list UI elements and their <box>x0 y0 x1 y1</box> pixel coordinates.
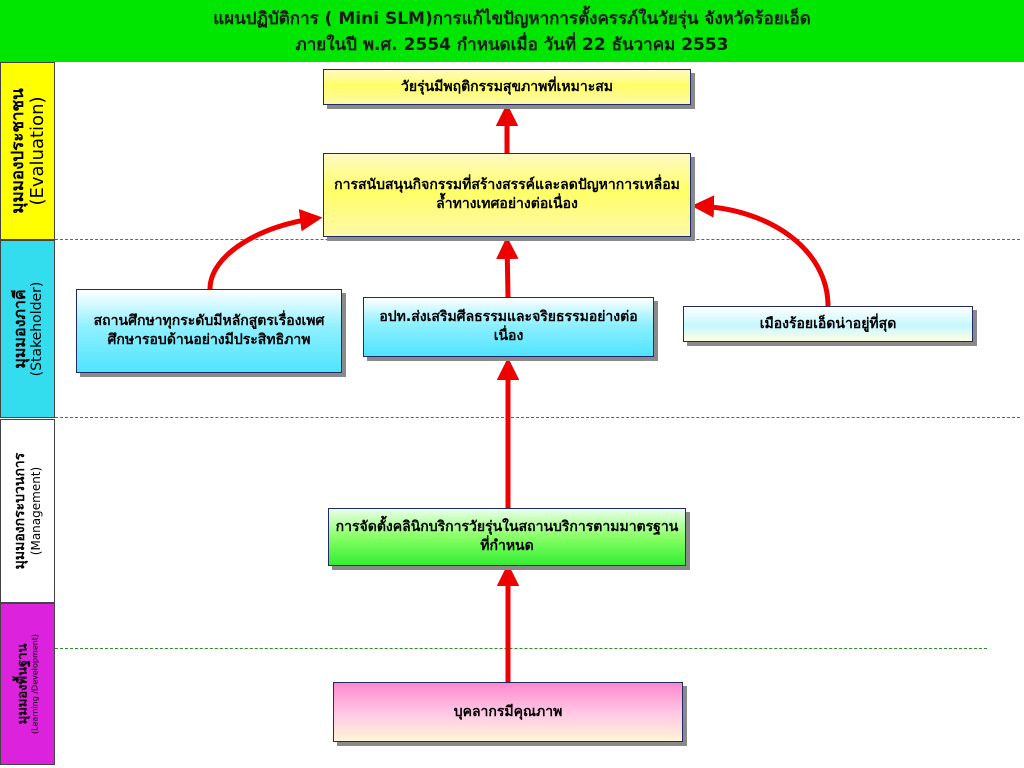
header-title-line1: แผนปฏิบัติการ ( Mini SLM)การแก้ไขปัญหากา… <box>213 9 811 29</box>
arrow-localgov-to-support <box>496 236 519 298</box>
node-local-gov: อปท.ส่งเสริมศีลธรรมและจริยธรรมอย่างต่อเน… <box>363 297 654 357</box>
lane-management: มุมมองกระบวนการ (Management) <box>0 419 55 603</box>
node-staff-label: บุคลากรมีคุณภาพ <box>453 703 563 720</box>
lane-evaluation: มุมมองประชาชน (Evaluation) <box>0 62 55 240</box>
node-schools: สถานศึกษาทุกระดับมีหลักสูตรเรื่องเพศศึกษ… <box>76 289 342 373</box>
lane-stakeholder: มุมมองภาคี (Stakeholder) <box>0 240 55 418</box>
header-title-line2: ภายในปี พ.ศ. 2554 กำหนดเมื่อ วันที่ 22 ธ… <box>295 35 729 55</box>
lane-learning: มุมมองพื้นฐาน (Learning /Development) <box>0 603 55 765</box>
node-staff: บุคลากรมีคุณภาพ <box>333 682 683 742</box>
node-clinic: การจัดตั้งคลินิกบริการวัยรุ่นในสถานบริกา… <box>328 508 686 566</box>
node-city-label: เมืองร้อยเอ็ดน่าอยู่ที่สุด <box>759 315 897 332</box>
lane-divider-1 <box>55 239 1020 240</box>
page-header: แผนปฏิบัติการ ( Mini SLM)การแก้ไขปัญหากา… <box>0 0 1024 62</box>
node-local-gov-label: อปท.ส่งเสริมศีลธรรมและจริยธรรมอย่างต่อเน… <box>379 309 638 344</box>
arrow-schools-to-support <box>207 208 323 290</box>
node-goal: วัยรุ่นมีพฤติกรรมสุขภาพที่เหมาะสม <box>323 69 691 105</box>
lane-divider-3 <box>55 648 987 649</box>
lane-divider-2 <box>55 417 1020 418</box>
node-goal-label: วัยรุ่นมีพฤติกรรมสุขภาพที่เหมาะสม <box>401 78 613 95</box>
arrow-city-to-support <box>691 195 831 307</box>
node-schools-label: สถานศึกษาทุกระดับมีหลักสูตรเรื่องเพศศึกษ… <box>93 313 325 348</box>
node-clinic-label: การจัดตั้งคลินิกบริการวัยรุ่นในสถานบริกา… <box>335 519 679 554</box>
node-city: เมืองร้อยเอ็ดน่าอยู่ที่สุด <box>683 306 973 342</box>
node-support: การสนับสนุนกิจกรรมที่สร้างสรรค์และลดปัญห… <box>323 153 691 237</box>
node-support-label: การสนับสนุนกิจกรรมที่สร้างสรรค์และลดปัญห… <box>334 177 680 212</box>
